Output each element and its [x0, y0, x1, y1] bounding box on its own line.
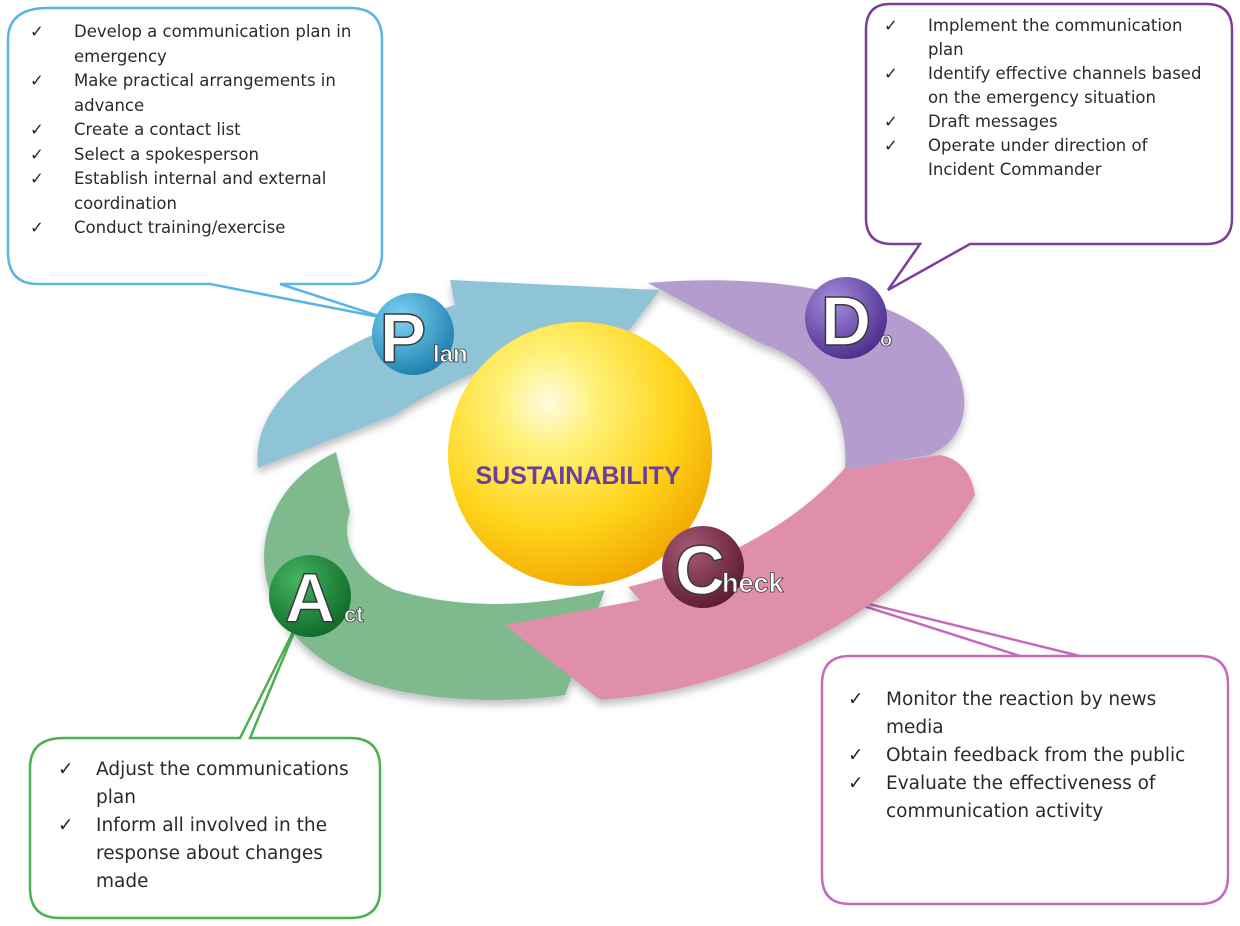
- check-callout: ✓Monitor the reaction by news media ✓Obt…: [848, 686, 1208, 826]
- check-icon: ✓: [30, 169, 44, 188]
- list-item: ✓Inform all involved in the response abo…: [58, 812, 368, 896]
- do-checklist: ✓Implement the communication plan ✓Ident…: [884, 14, 1214, 182]
- check-icon: ✓: [58, 815, 74, 836]
- act-badge-rest: ct: [344, 602, 364, 627]
- act-arrow: [264, 452, 605, 700]
- check-badge-rest: heck: [722, 568, 785, 598]
- list-item: ✓Adjust the communications plan: [58, 756, 368, 812]
- list-item: ✓Make practical arrangements in advance: [30, 71, 336, 115]
- check-badge: C heck: [662, 526, 785, 610]
- act-callout-bubble: [28, 617, 382, 920]
- list-item: ✓Obtain feedback from the public: [848, 742, 1208, 770]
- check-icon: ✓: [58, 759, 74, 780]
- check-icon: ✓: [884, 136, 898, 155]
- act-checklist: ✓Adjust the communications plan ✓Inform …: [58, 756, 368, 896]
- list-item: ✓Create a contact list: [30, 118, 370, 143]
- sustainability-label: SUSTAINABILITY: [475, 462, 680, 490]
- plan-badge: P lan: [372, 293, 468, 378]
- check-icon: ✓: [30, 218, 44, 237]
- check-icon: ✓: [30, 22, 44, 41]
- check-icon: ✓: [30, 144, 44, 164]
- list-item: ✓Operate under direction of Incident Com…: [884, 136, 1148, 179]
- do-callout-bubble: [864, 2, 1234, 292]
- check-icon: ✓: [848, 745, 864, 766]
- do-callout: ✓Implement the communication plan ✓Ident…: [884, 14, 1214, 182]
- plan-badge-initial: P: [380, 299, 427, 377]
- check-icon: ✓: [30, 120, 44, 139]
- list-item: ✓Evaluate the effectiveness of communica…: [848, 770, 1208, 826]
- plan-badge-rest: lan: [433, 341, 468, 368]
- list-item: ✓Establish internal and external coordin…: [30, 169, 327, 213]
- act-callout: ✓Adjust the communications plan ✓Inform …: [58, 756, 368, 896]
- list-item: ✓Draft messages: [884, 110, 1214, 134]
- check-icon: ✓: [884, 16, 898, 35]
- check-icon: ✓: [848, 689, 864, 710]
- do-badge: D o: [805, 277, 893, 361]
- do-badge-initial: D: [821, 282, 872, 360]
- list-item: ✓Monitor the reaction by news media: [848, 686, 1208, 742]
- plan-callout: ✓Develop a communication plan in emergen…: [30, 20, 370, 241]
- check-badge-initial: C: [675, 531, 726, 609]
- list-item: ✓Implement the communication plan: [884, 16, 1183, 59]
- check-icon: ✓: [30, 71, 44, 90]
- do-badge-rest: o: [880, 329, 892, 351]
- list-item: ✓Select a spokesperson: [30, 143, 370, 168]
- list-item: ✓Develop a communication plan in emergen…: [30, 22, 352, 66]
- check-icon: ✓: [884, 64, 898, 83]
- act-badge: A ct: [269, 555, 365, 638]
- plan-checklist: ✓Develop a communication plan in emergen…: [30, 20, 370, 241]
- check-checklist: ✓Monitor the reaction by news media ✓Obt…: [848, 686, 1208, 826]
- sustainability-sphere: SUSTAINABILITY: [448, 322, 712, 586]
- list-item: ✓Conduct training/exercise: [30, 216, 370, 241]
- check-callout-bubble: [819, 590, 1230, 906]
- act-badge-initial: A: [285, 559, 336, 637]
- list-item: ✓Identify effective channels based on th…: [884, 64, 1202, 107]
- check-icon: ✓: [884, 112, 898, 131]
- check-icon: ✓: [848, 773, 864, 794]
